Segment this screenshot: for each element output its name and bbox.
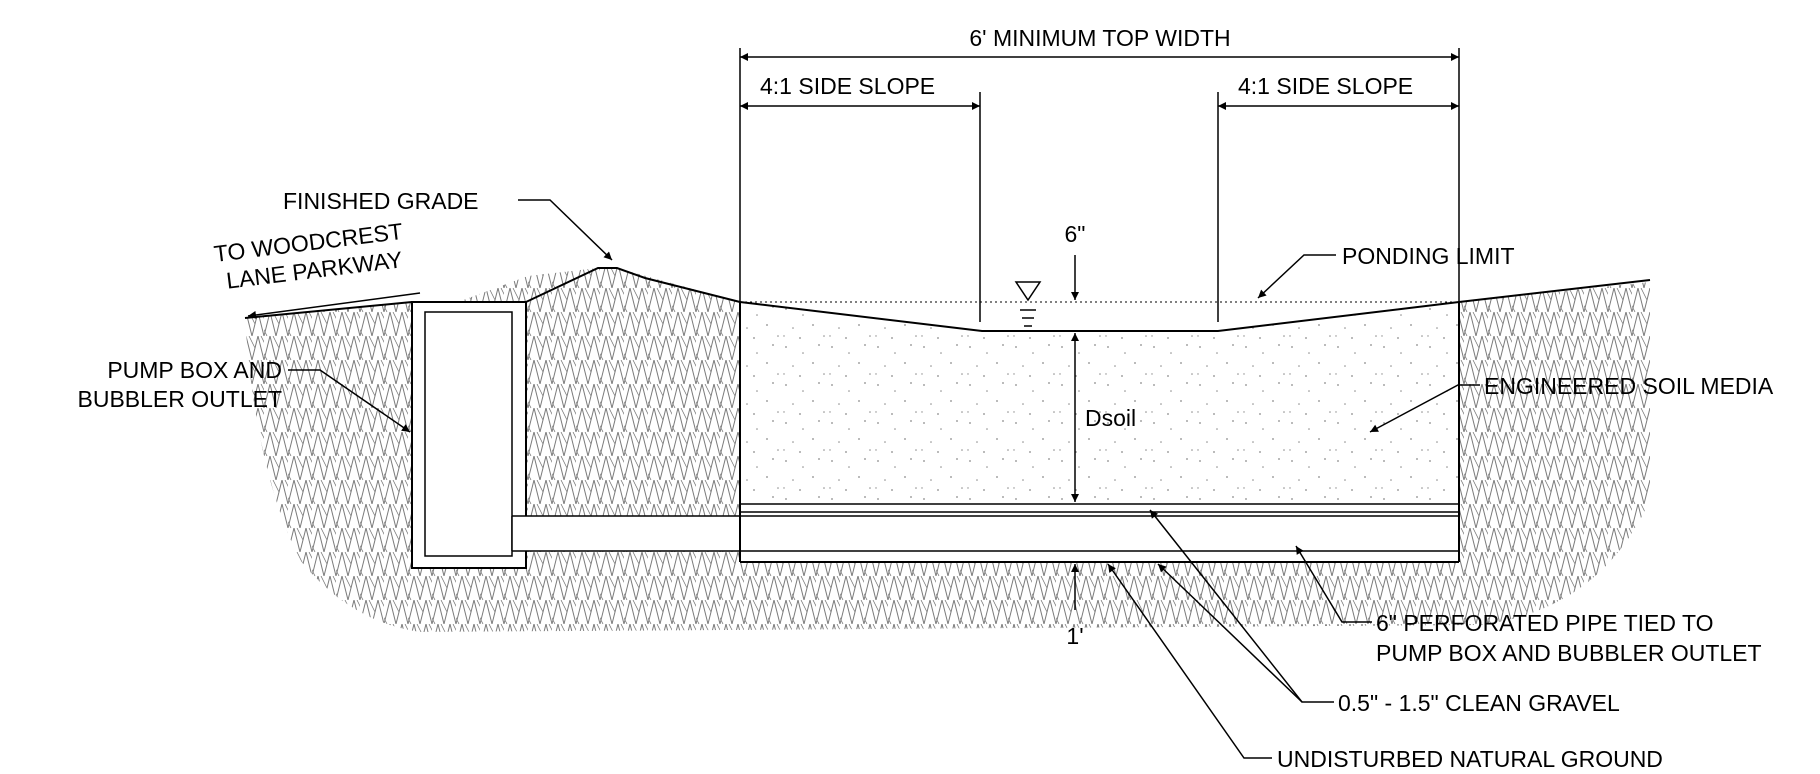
finished-grade-leader bbox=[518, 199, 613, 261]
left-side-slope-label: 4:1 SIDE SLOPE bbox=[760, 73, 935, 99]
gravel-leader-2 bbox=[1157, 563, 1303, 703]
ponding-depth-label: 6" bbox=[1065, 221, 1086, 247]
pump-box-leader bbox=[288, 369, 411, 433]
right-side-slope-label: 4:1 SIDE SLOPE bbox=[1238, 73, 1413, 99]
pump-box-label-line1: PUMP BOX AND bbox=[107, 357, 282, 383]
undisturbed-ground-label: UNDISTURBED NATURAL GROUND bbox=[1277, 746, 1663, 772]
engineered-soil-media-fill bbox=[740, 302, 1459, 504]
clean-gravel-label: 0.5" - 1.5" CLEAN GRAVEL bbox=[1338, 690, 1620, 716]
pump-box-area bbox=[412, 302, 526, 568]
ponding-limit-label: PONDING LIMIT bbox=[1342, 243, 1515, 269]
perforated-pipe-leader bbox=[1295, 545, 1372, 623]
to-woodcrest-label-group: TO WOODCREST LANE PARKWAY bbox=[212, 218, 404, 294]
water-level-icon bbox=[1014, 281, 1042, 327]
outlet-pipe-white bbox=[512, 516, 740, 551]
right-grade-line bbox=[1458, 279, 1651, 303]
finished-grade-line bbox=[244, 267, 741, 319]
engineered-soil-leader bbox=[1369, 384, 1480, 433]
pump-box-inner bbox=[424, 311, 513, 557]
pump-box-outer bbox=[411, 301, 527, 569]
soil-depth-label: Dsoil bbox=[1085, 405, 1136, 431]
natural-ground-leader bbox=[1107, 563, 1272, 759]
perforated-pipe-label-line1: 6" PERFORATED PIPE TIED TO bbox=[1376, 610, 1714, 636]
engineered-soil-label: ENGINEERED SOIL MEDIA bbox=[1484, 373, 1774, 399]
finished-grade-label: FINISHED GRADE bbox=[283, 188, 479, 214]
perforated-pipe-label-line2: PUMP BOX AND BUBBLER OUTLET bbox=[1376, 640, 1762, 666]
gravel-depth-label: 1' bbox=[1066, 623, 1083, 649]
ponding-limit-leader bbox=[1257, 254, 1336, 299]
pump-box-label-line2: BUBBLER OUTLET bbox=[78, 386, 283, 412]
basin-surface bbox=[739, 301, 1460, 332]
to-woodcrest-arrow bbox=[247, 292, 421, 319]
top-width-label: 6' MINIMUM TOP WIDTH bbox=[969, 25, 1230, 51]
